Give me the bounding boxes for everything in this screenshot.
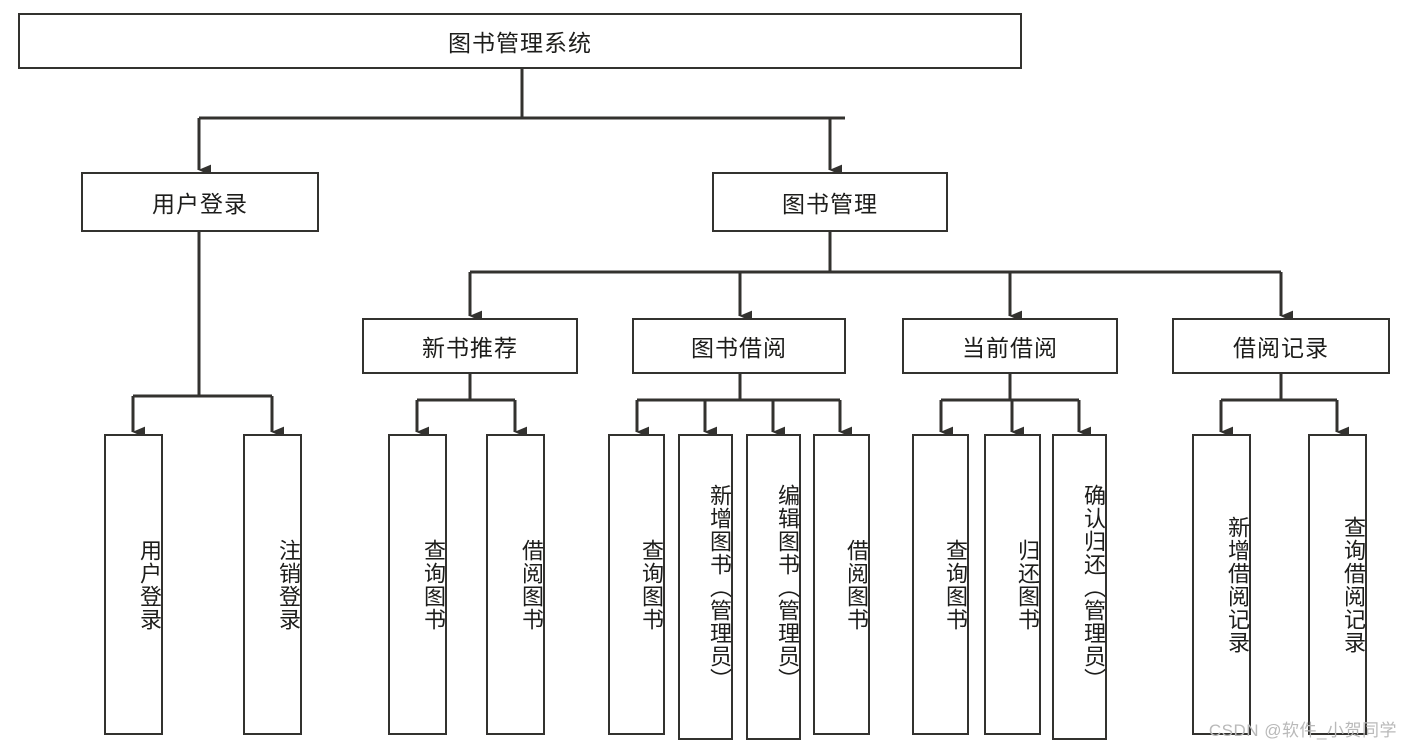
node-new-book-rec-label: 新书推荐 [422, 335, 518, 361]
node-leaf-add-book[interactable]: 新增图书（管理员） [678, 434, 733, 740]
node-leaf-query-book-cur[interactable]: 查询图书 [912, 434, 969, 735]
node-book-borrow[interactable]: 图书借阅 [632, 318, 846, 374]
node-leaf-borrow-book-label: 借阅图书 [844, 538, 869, 631]
node-leaf-query-record-label: 查询借阅记录 [1341, 515, 1366, 654]
node-leaf-borrow-book-rec-label: 借阅图书 [519, 538, 544, 631]
node-leaf-query-book-cur-label: 查询图书 [943, 538, 968, 631]
node-book-manage[interactable]: 图书管理 [712, 172, 948, 232]
node-leaf-return-book[interactable]: 归还图书 [984, 434, 1041, 735]
node-leaf-query-book-rec-label: 查询图书 [421, 538, 446, 631]
node-book-manage-label: 图书管理 [782, 191, 878, 217]
node-current-borrow-label: 当前借阅 [962, 335, 1058, 361]
node-leaf-user-login-label: 用户登录 [137, 538, 162, 631]
node-leaf-add-book-label: 新增图书（管理员） [707, 483, 732, 691]
node-leaf-logout[interactable]: 注销登录 [243, 434, 302, 735]
node-leaf-borrow-book[interactable]: 借阅图书 [813, 434, 870, 735]
node-book-borrow-label: 图书借阅 [691, 335, 787, 361]
watermark-text: CSDN @软件_小贺同学 [1208, 721, 1397, 740]
node-current-borrow[interactable]: 当前借阅 [902, 318, 1118, 374]
node-borrow-record-label: 借阅记录 [1233, 335, 1329, 361]
node-leaf-confirm-return[interactable]: 确认归还（管理员） [1052, 434, 1107, 740]
node-borrow-record[interactable]: 借阅记录 [1172, 318, 1390, 374]
node-leaf-query-book-rec[interactable]: 查询图书 [388, 434, 447, 735]
node-leaf-add-record-label: 新增借阅记录 [1225, 515, 1250, 654]
node-user-login[interactable]: 用户登录 [81, 172, 319, 232]
node-leaf-add-record[interactable]: 新增借阅记录 [1192, 434, 1251, 735]
node-leaf-user-login[interactable]: 用户登录 [104, 434, 163, 735]
node-root-label: 图书管理系统 [448, 30, 592, 56]
node-leaf-return-book-label: 归还图书 [1015, 538, 1040, 631]
node-user-login-label: 用户登录 [152, 191, 248, 217]
node-new-book-rec[interactable]: 新书推荐 [362, 318, 578, 374]
node-leaf-borrow-book-rec[interactable]: 借阅图书 [486, 434, 545, 735]
node-root[interactable]: 图书管理系统 [18, 13, 1022, 69]
node-leaf-edit-book[interactable]: 编辑图书（管理员） [746, 434, 801, 740]
node-leaf-confirm-return-label: 确认归还（管理员） [1081, 483, 1106, 691]
node-leaf-query-record[interactable]: 查询借阅记录 [1308, 434, 1367, 735]
node-leaf-query-book[interactable]: 查询图书 [608, 434, 665, 735]
node-leaf-edit-book-label: 编辑图书（管理员） [775, 483, 800, 691]
node-leaf-logout-label: 注销登录 [276, 538, 301, 631]
node-leaf-query-book-label: 查询图书 [639, 538, 664, 631]
